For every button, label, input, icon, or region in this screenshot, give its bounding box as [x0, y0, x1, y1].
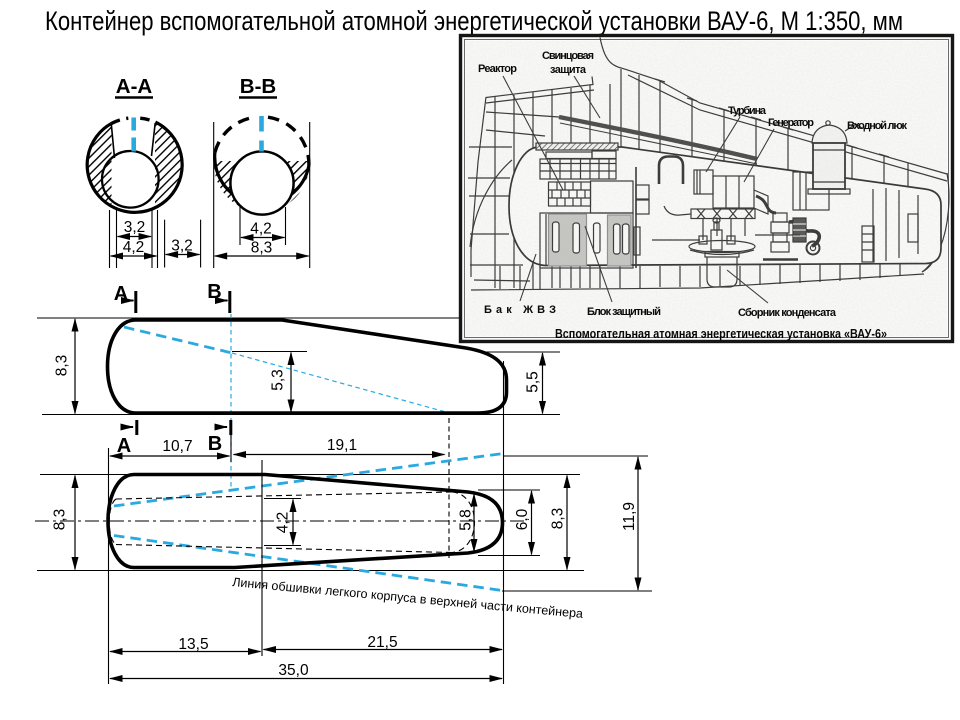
svg-text:4,2: 4,2	[275, 512, 292, 534]
svg-text:4,2: 4,2	[123, 239, 145, 256]
svg-text:Линия обшивки легкого корпуса: Линия обшивки легкого корпуса в верхней …	[232, 575, 584, 621]
svg-text:5,8: 5,8	[458, 509, 475, 531]
svg-text:8,3: 8,3	[550, 508, 567, 530]
svg-text:А: А	[117, 435, 131, 457]
svg-text:3,2: 3,2	[124, 219, 146, 236]
svg-text:Контейнер вспомогательной атом: Контейнер вспомогательной атомной энерге…	[45, 6, 903, 36]
svg-text:19,1: 19,1	[327, 437, 357, 454]
svg-text:5,5: 5,5	[525, 371, 542, 393]
svg-text:3,2: 3,2	[171, 238, 193, 255]
svg-text:8,3: 8,3	[251, 240, 273, 257]
svg-text:8,3: 8,3	[54, 355, 71, 377]
svg-text:35,0: 35,0	[278, 662, 309, 679]
svg-text:В: В	[207, 281, 221, 303]
svg-text:А: А	[114, 283, 128, 305]
svg-text:4,2: 4,2	[250, 221, 272, 238]
svg-text:8,3: 8,3	[52, 509, 69, 531]
svg-text:6,0: 6,0	[514, 508, 531, 530]
svg-text:21,5: 21,5	[367, 634, 397, 651]
svg-text:10,7: 10,7	[162, 438, 192, 455]
svg-text:13,5: 13,5	[178, 636, 208, 653]
svg-text:В: В	[208, 433, 222, 455]
svg-text:В-В: В-В	[240, 75, 276, 98]
svg-text:5,3: 5,3	[270, 369, 287, 391]
svg-text:А-А: А-А	[116, 75, 153, 98]
svg-text:11,9: 11,9	[621, 502, 638, 531]
